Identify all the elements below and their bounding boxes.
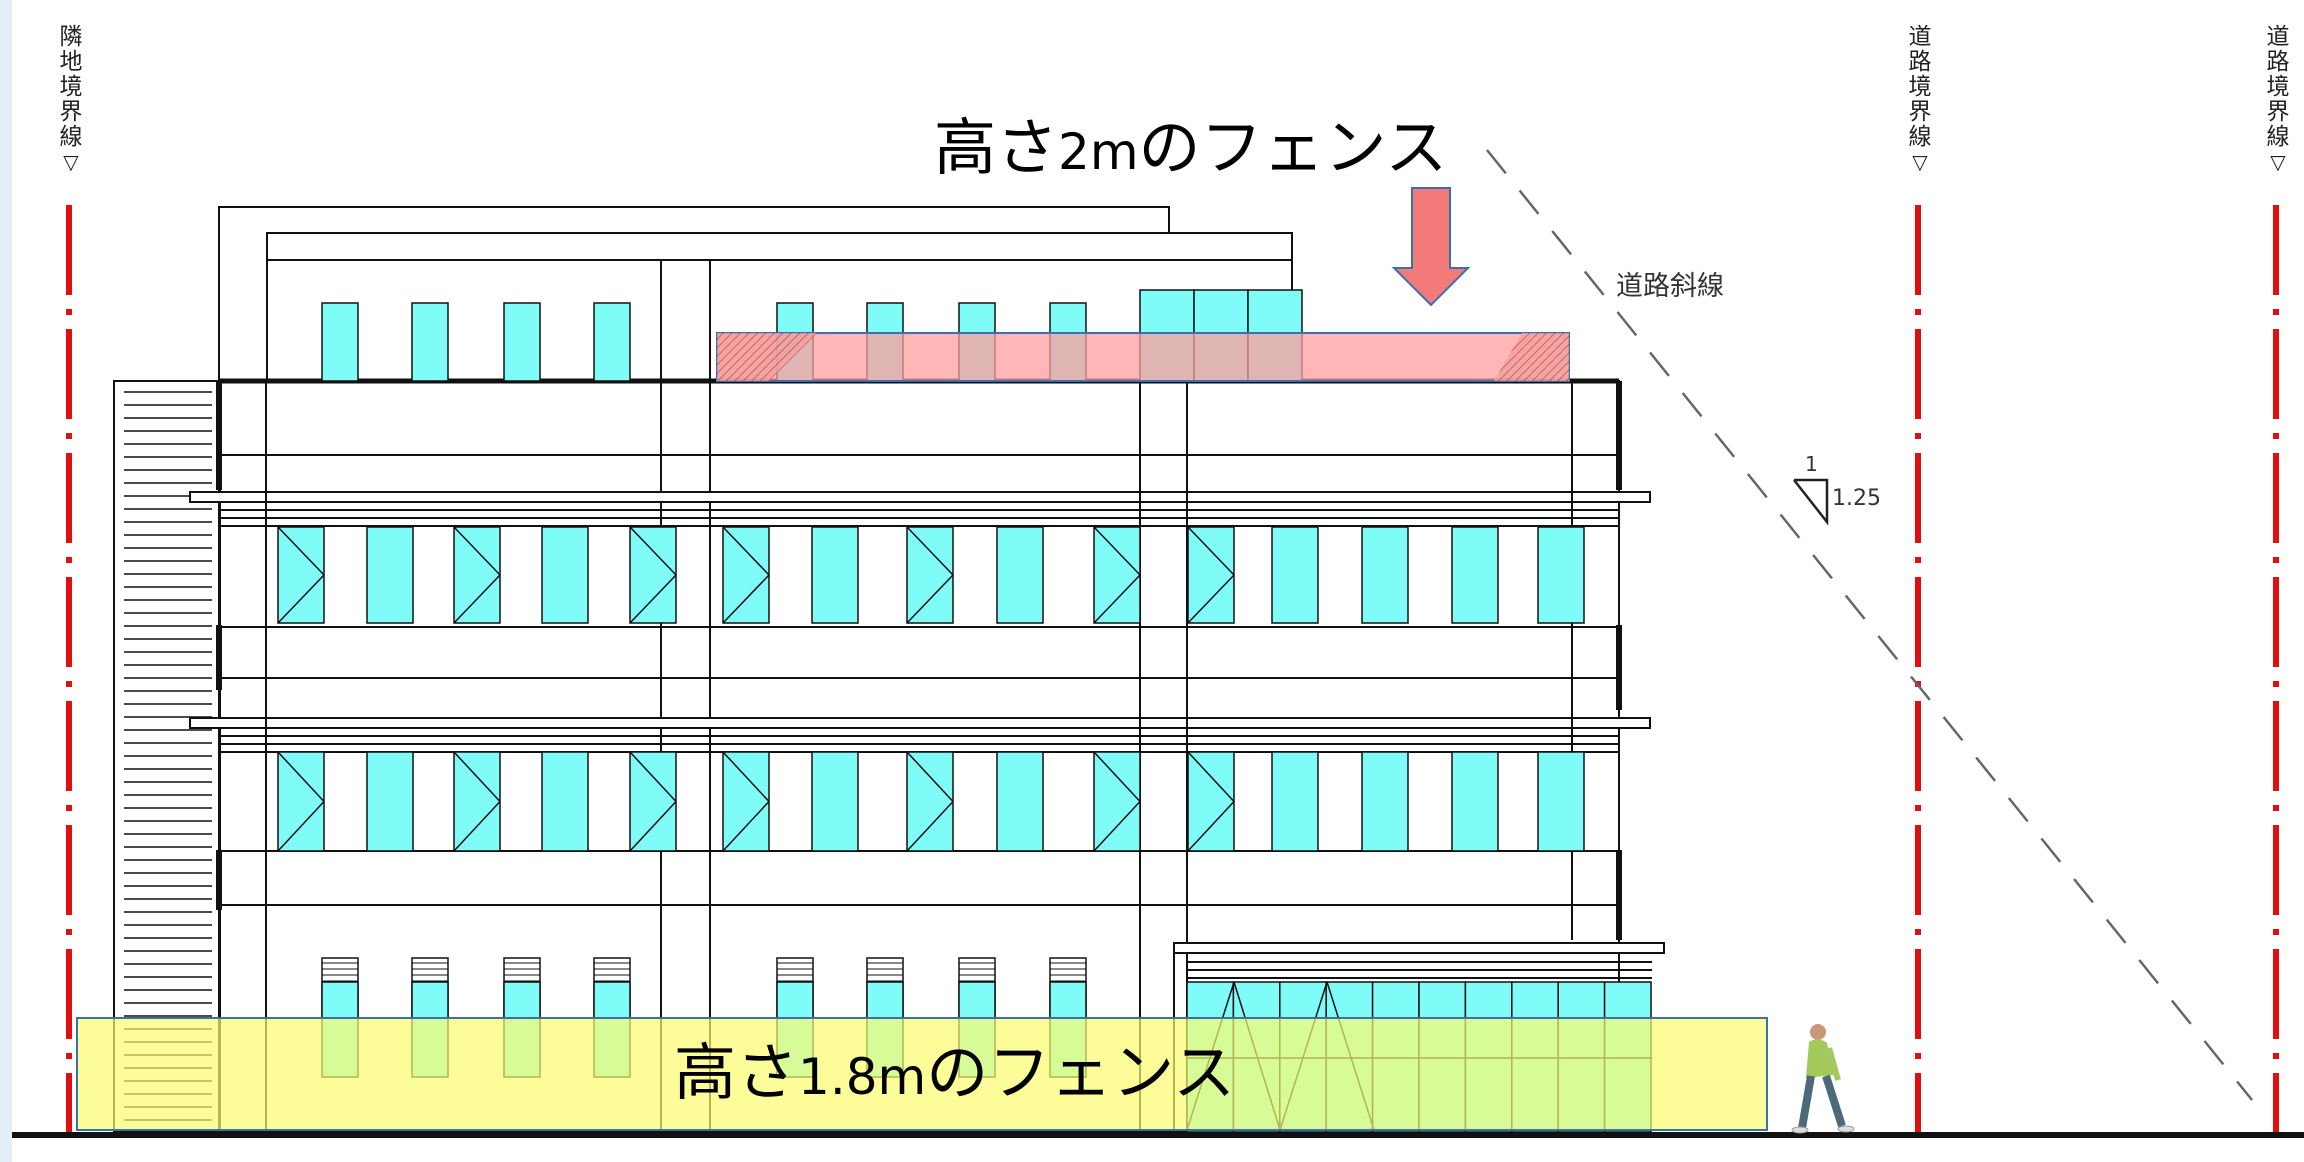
window [593, 302, 631, 382]
slope-ratio-triangle [1793, 478, 1829, 526]
window [1361, 751, 1409, 852]
callout-prefix: 高さ [674, 1036, 799, 1109]
window [1271, 526, 1319, 624]
window [1451, 751, 1499, 852]
window [366, 751, 414, 852]
window [1537, 751, 1585, 852]
window [1093, 751, 1141, 852]
boundary-marker-icon: ▽ [63, 150, 79, 174]
window [722, 526, 770, 624]
window [1537, 526, 1585, 624]
top-fence-callout: 高さ2mのフェンス [934, 108, 1447, 192]
window [1093, 526, 1141, 624]
window [1187, 526, 1235, 624]
road-slope-line [1486, 149, 2253, 1101]
window [277, 526, 325, 624]
window [629, 751, 677, 852]
windows [277, 289, 1652, 1133]
adjacent-land-boundary-label: 隣地境界線 ▽ [51, 24, 91, 175]
boundary-label-text: 隣地境界線 [59, 24, 83, 150]
road-slope-label: 道路斜線 [1616, 271, 1724, 302]
pedestrian-figure [1791, 1024, 1855, 1134]
window [411, 302, 449, 382]
window [1187, 751, 1235, 852]
window [503, 302, 541, 382]
window [996, 751, 1044, 852]
callout-suffix: のフェンス [926, 1036, 1236, 1109]
window [366, 526, 414, 624]
window [906, 526, 954, 624]
window [629, 526, 677, 624]
bottom-fence [76, 1017, 1768, 1131]
window [541, 751, 589, 852]
road-boundary-label-outer: 道路境界線 ▽ [2258, 24, 2298, 175]
elevation-drawing: 隣地境界線 ▽ 道路境界線 ▽ 道路境界線 ▽ 高さ2mのフェンス 高さ1.8m… [12, 0, 2304, 1162]
window [453, 751, 501, 852]
slope-ratio-side: 1.25 [1832, 486, 1881, 511]
callout-prefix: 高さ [934, 111, 1059, 184]
slope-ratio-top: 1 [1805, 452, 1818, 476]
boundary-label-text: 道路境界線 [1908, 24, 1932, 150]
window [1271, 751, 1319, 852]
window [722, 751, 770, 852]
building-elevation-svg [12, 149, 2304, 1138]
boundary-lines [66, 205, 2279, 1135]
window [811, 526, 859, 624]
window [996, 526, 1044, 624]
boundary-marker-icon: ▽ [2270, 150, 2286, 174]
callout-height: 1.8m [798, 1048, 927, 1106]
window [453, 526, 501, 624]
window [906, 751, 954, 852]
callout-height: 2m [1058, 123, 1139, 181]
top-fence [716, 332, 1570, 382]
boundary-label-text: 道路境界線 [2266, 24, 2290, 150]
road-boundary-label-inner: 道路境界線 ▽ [1900, 24, 1940, 175]
window [541, 526, 589, 624]
boundary-marker-icon: ▽ [1912, 150, 1928, 174]
window [1361, 526, 1409, 624]
window [1451, 526, 1499, 624]
window [277, 751, 325, 852]
callout-suffix: のフェンス [1138, 111, 1448, 184]
down-arrow [1391, 187, 1471, 307]
window [321, 302, 359, 382]
window [811, 751, 859, 852]
bottom-fence-callout: 高さ1.8mのフェンス [674, 1033, 1235, 1117]
